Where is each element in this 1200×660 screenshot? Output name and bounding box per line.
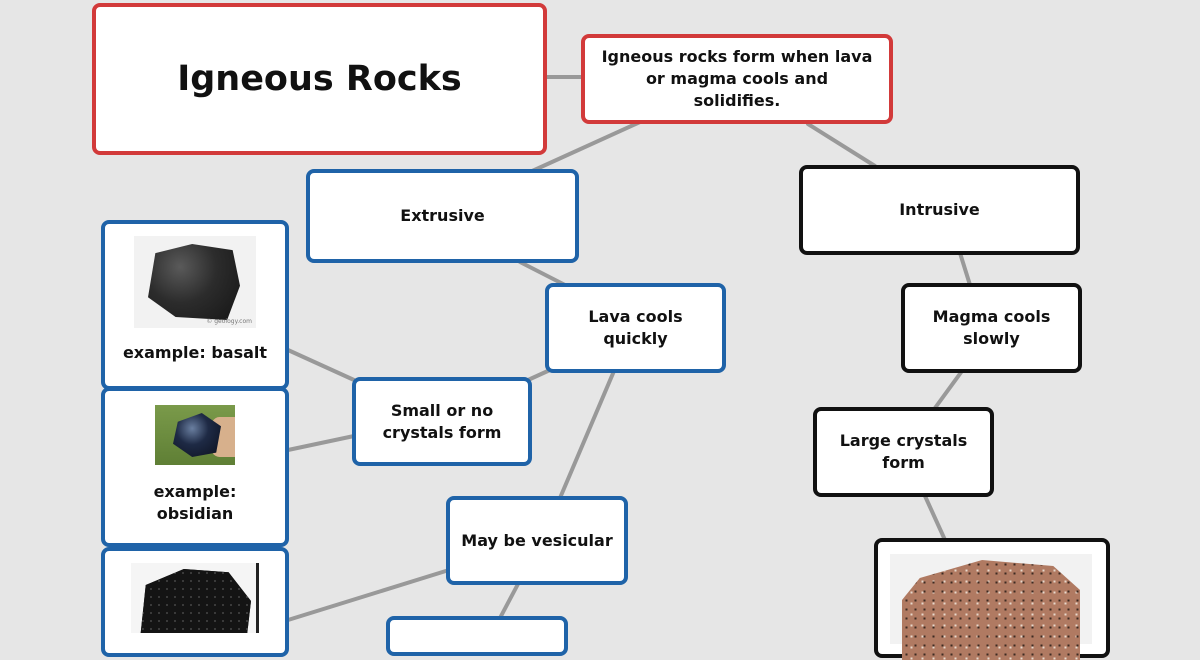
- extrusive-node: Extrusive: [306, 169, 579, 263]
- magma-cools-label: Magma cools slowly: [932, 307, 1051, 348]
- vesicular-node: May be vesicular: [446, 496, 628, 585]
- obsidian-photo: [155, 405, 235, 465]
- connector-lines: [286, 75, 972, 622]
- large-crystals-node: Large crystals form: [813, 407, 994, 497]
- intrusive-node: Intrusive: [799, 165, 1080, 255]
- vesicular-label: May be vesicular: [461, 530, 613, 550]
- example-scoria-node: [101, 547, 289, 657]
- example-basalt-label: example: basalt: [122, 343, 268, 362]
- example-basalt-node: © geology.com example: basalt: [101, 220, 289, 390]
- connector-small-crystals-basalt: [286, 348, 356, 382]
- granite-photo: [890, 554, 1092, 660]
- page-title: Igneous Rocks: [177, 59, 462, 99]
- basalt-rock-image: [148, 244, 240, 320]
- connector-vesicular-scoria: [286, 568, 451, 622]
- scoria-rock-image: [139, 569, 251, 633]
- connector-small-crystals-obsidian: [286, 434, 356, 452]
- connector-intrusive-magma: [958, 251, 972, 287]
- example-granite-node: [874, 538, 1110, 660]
- scoria-photo: [131, 563, 259, 633]
- example-obsidian-label: example: obsidian: [153, 482, 237, 523]
- small-crystals-label: Small or no crystals form: [382, 400, 502, 442]
- photo-credit: © geology.com: [206, 318, 252, 325]
- connector-large-crystals-granite: [923, 494, 947, 542]
- definition-node: Igneous rocks form when lava or magma co…: [581, 34, 893, 124]
- connector-lava-small-crystals: [526, 368, 552, 382]
- magma-cools-node: Magma cools slowly: [901, 283, 1082, 373]
- extrusive-label: Extrusive: [400, 206, 485, 225]
- connector-definition-extrusive: [528, 120, 642, 174]
- example-obsidian-node: example: obsidian: [101, 387, 289, 547]
- lava-cools-label: Lava cools quickly: [588, 307, 683, 348]
- granite-rock-image: [902, 560, 1080, 660]
- definition-text: Igneous rocks form when lava or magma co…: [601, 47, 873, 110]
- basalt-photo: © geology.com: [134, 236, 256, 328]
- pumice-node: [386, 616, 568, 656]
- title-node: Igneous Rocks: [92, 3, 547, 155]
- large-crystals-label: Large crystals form: [839, 431, 968, 472]
- connector-extrusive-lava: [518, 260, 567, 287]
- connector-magma-large-crystals: [933, 369, 964, 410]
- connector-definition-intrusive: [806, 122, 877, 168]
- connector-lava-vesicular: [558, 369, 616, 500]
- small-crystals-node: Small or no crystals form: [352, 377, 532, 466]
- lava-cools-node: Lava cools quickly: [545, 283, 726, 373]
- intrusive-label: Intrusive: [899, 200, 980, 219]
- connector-vesicular-pumice: [498, 582, 520, 620]
- photo-scale-bar: [256, 563, 259, 633]
